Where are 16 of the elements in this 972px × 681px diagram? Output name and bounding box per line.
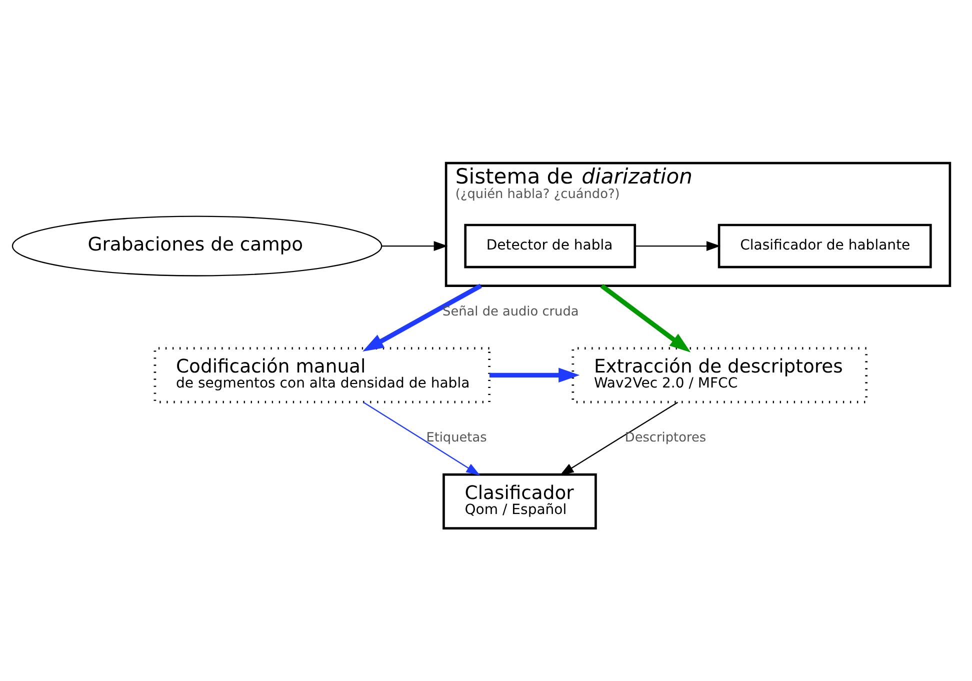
edge-label: Etiquetas bbox=[426, 430, 487, 446]
node-box: Codificación manual de segmentos con alta densidad de habla bbox=[154, 346, 490, 403]
arrow bbox=[560, 401, 678, 475]
node-box: Extracción de descriptores Wav2Vec 2.0 / MFCC bbox=[572, 346, 868, 403]
node-ellipse: Grabaciones de campo bbox=[12, 215, 382, 276]
node-box: Clasificador de hablante bbox=[718, 223, 932, 268]
arrow bbox=[489, 367, 580, 382]
arrow bbox=[634, 240, 721, 250]
arrow bbox=[362, 283, 482, 352]
edge-label: Descriptores bbox=[624, 430, 706, 446]
arrow bbox=[600, 283, 691, 352]
node-box: Detector de habla bbox=[464, 223, 636, 268]
node-box: Clasificador Qom / Español bbox=[442, 472, 597, 529]
arrow bbox=[382, 240, 448, 250]
edge-label: Señal de audio cruda bbox=[442, 304, 579, 319]
arrow bbox=[363, 401, 480, 475]
